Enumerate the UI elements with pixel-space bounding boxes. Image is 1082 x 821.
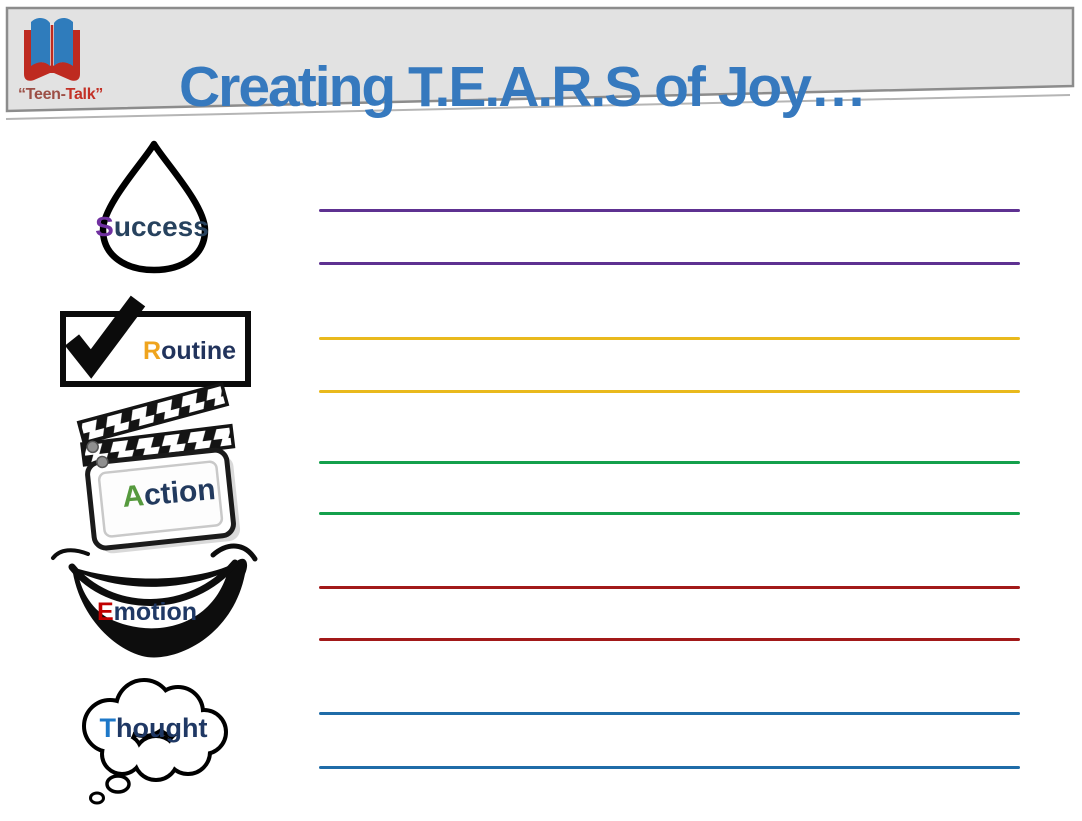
brand-prefix: “Teen- bbox=[17, 86, 66, 103]
smile-icon bbox=[51, 543, 258, 658]
label-success: Success bbox=[84, 213, 220, 241]
label-thought: Thought bbox=[86, 715, 221, 742]
writing-line-routine-2 bbox=[319, 390, 1020, 393]
label-routine-rest: outine bbox=[161, 337, 237, 365]
clapperboard-icon bbox=[76, 382, 241, 554]
checkbox-checkmark-icon bbox=[60, 295, 251, 387]
writing-line-routine-1 bbox=[319, 337, 1020, 340]
label-action-lead: A bbox=[121, 479, 146, 515]
label-routine-lead: R bbox=[143, 337, 162, 365]
teardrop-icon bbox=[99, 140, 209, 274]
banner-shadow-line bbox=[5, 94, 1071, 120]
writing-line-thought-1 bbox=[319, 712, 1020, 715]
brand-text: “Teen-Talk” bbox=[8, 86, 113, 104]
label-success-rest: uccess bbox=[113, 211, 209, 242]
writing-line-thought-2 bbox=[319, 766, 1020, 769]
page-title: Creating T.E.A.R.S of Joy… bbox=[179, 55, 867, 120]
writing-line-emotion-1 bbox=[319, 586, 1020, 589]
brand-suffix: Talk” bbox=[65, 86, 104, 103]
title-banner bbox=[5, 6, 1075, 120]
writing-line-action-2 bbox=[319, 512, 1020, 515]
label-thought-lead: T bbox=[99, 713, 117, 743]
label-emotion-lead: E bbox=[96, 598, 114, 626]
label-emotion-rest: motion bbox=[113, 598, 197, 626]
open-book-icon bbox=[24, 17, 80, 81]
label-emotion: Emotion bbox=[82, 600, 212, 625]
label-success-lead: S bbox=[95, 211, 114, 242]
banner-shape bbox=[5, 6, 1075, 113]
writing-line-action-1 bbox=[319, 461, 1020, 464]
writing-line-success-2 bbox=[319, 262, 1020, 265]
label-routine: Routine bbox=[143, 339, 239, 364]
label-action-rest: ction bbox=[142, 472, 217, 513]
label-thought-rest: hought bbox=[116, 713, 208, 743]
writing-line-success-1 bbox=[319, 209, 1020, 212]
thought-bubble-icon bbox=[82, 678, 228, 805]
writing-line-emotion-2 bbox=[319, 638, 1020, 641]
